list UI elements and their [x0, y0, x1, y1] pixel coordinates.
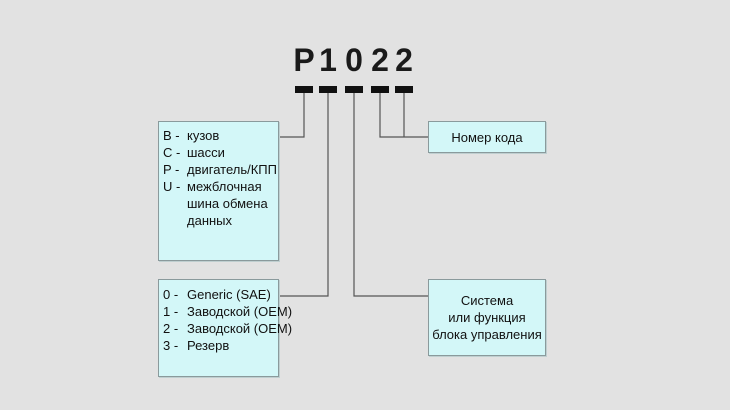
code-type-key: 2 - [163, 321, 179, 336]
code-type-key: 3 - [163, 338, 179, 353]
code-marker-2b [395, 86, 413, 93]
code-char-2b: 2 [395, 42, 413, 78]
category-value: кузов [187, 128, 220, 143]
code-char-1: 1 [319, 42, 337, 78]
system-box: Система или функция блока управления [428, 279, 546, 356]
code-marker-p [295, 86, 313, 93]
code-number-label: Номер кода [451, 129, 523, 145]
code-type-item: 1 - Заводской (OEM) [163, 303, 292, 320]
category-item: P - двигатель/КПП [163, 161, 277, 178]
code-type-item: 3 - Резерв [163, 337, 274, 354]
code-char-0: 0 [345, 42, 363, 78]
connector-p-to-category [279, 93, 305, 138]
code-type-key: 0 - [163, 287, 179, 302]
system-line-2: или функция [448, 310, 526, 325]
code-char-2a: 2 [371, 42, 389, 78]
category-value: межблочная [187, 179, 262, 194]
category-key: B - [163, 128, 180, 143]
code-marker-0 [345, 86, 363, 93]
category-item: B - кузов [163, 127, 274, 144]
category-continuation: шина обмена [163, 195, 274, 212]
category-value: шасси [187, 145, 225, 160]
code-number-box: Номер кода [428, 121, 546, 153]
category-item: U - межблочная [163, 178, 274, 195]
connector-1-to-code-type [279, 93, 329, 297]
category-key: C - [163, 145, 181, 160]
code-type-key: 1 - [163, 304, 179, 319]
category-key: P - [163, 162, 180, 177]
category-key: U - [163, 179, 181, 194]
code-type-value: Заводской (OEM) [187, 321, 293, 336]
category-continuation-line-2: данных [187, 213, 233, 228]
connector-2a-to-code-number [379, 93, 428, 138]
category-continuation-line-1: шина обмена [187, 196, 268, 211]
code-type-value: Заводской (OEM) [187, 304, 293, 319]
category-box: B - кузов C - шасси P - двигатель/КПП U … [158, 121, 279, 261]
code-type-value: Резерв [187, 338, 230, 353]
code-type-box: 0 - Generic (SAE) 1 - Заводской (OEM) 2 … [158, 279, 292, 377]
category-item: C - шасси [163, 144, 274, 161]
code-type-item: 0 - Generic (SAE) [163, 286, 274, 303]
category-continuation: данных [163, 212, 274, 229]
code-type-value: Generic (SAE) [187, 287, 271, 302]
code-char-p: P [293, 42, 315, 78]
code-type-item: 2 - Заводской (OEM) [163, 320, 292, 337]
system-line-3: блока управления [432, 327, 542, 342]
connector-0-to-system [353, 93, 428, 297]
system-line-1: Система [460, 293, 514, 308]
category-value: двигатель/КПП [187, 162, 277, 177]
code-marker-1 [319, 86, 337, 93]
code-marker-2a [371, 86, 389, 93]
